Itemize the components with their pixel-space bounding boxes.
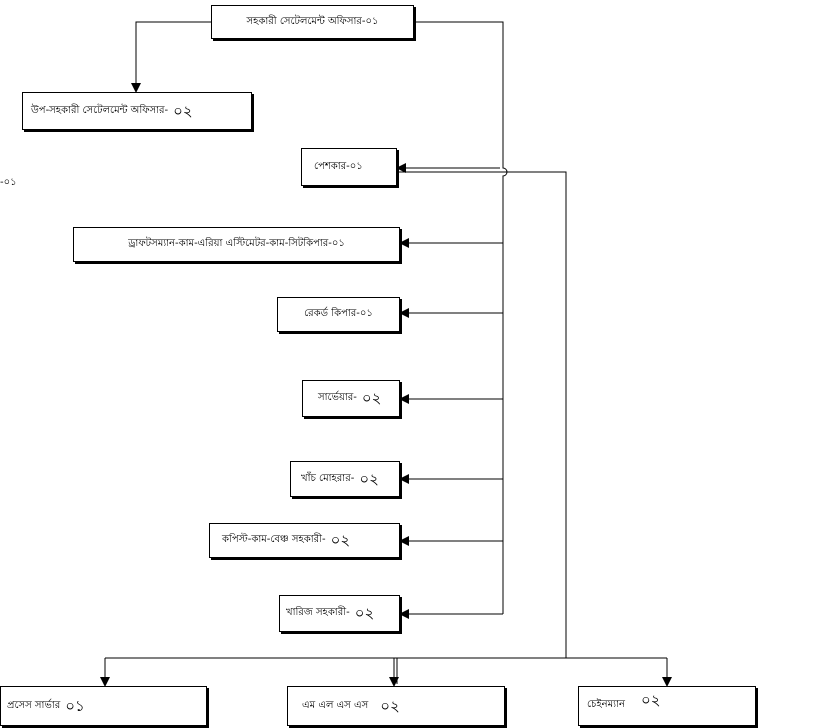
node-label: ড্রাফটসম্যান-কাম-এরিয়া এস্টিমেটর-কাম-সি… <box>128 238 345 249</box>
node-count: ০২ <box>640 691 661 709</box>
node-label: খারিজ সহকারী- <box>286 607 350 618</box>
node-count: ০১ <box>65 696 85 715</box>
node-record-keeper: রেকর্ড কিপার-০১ <box>277 297 400 332</box>
node-label: রেকর্ড কিপার-০১ <box>304 308 373 319</box>
node-process-server: প্রসেস সার্ভার ০১ <box>0 686 207 726</box>
node-count: ০২ <box>173 101 193 120</box>
node-label: সহকারী সেটেলমেন্ট অফিসার-০১ <box>246 15 379 27</box>
node-peshkar: পেশকার-০১ <box>301 148 397 186</box>
main-vertical-line <box>414 21 508 614</box>
node-count: ০২ <box>354 604 375 622</box>
stray-label: -০১ <box>0 177 17 188</box>
node-count: ০২ <box>361 389 382 407</box>
node-deputy-assistant-settlement-officer: উপ-সহকারী সেটেলমেন্ট অফিসার- ০২ <box>22 92 252 130</box>
node-label: প্রসেস সার্ভার <box>7 699 61 711</box>
node-kharij-assistant: খারিজ সহকারী- ০২ <box>279 595 400 632</box>
node-label: খাঁচ মোহরার- <box>301 472 355 484</box>
node-label: এম এল এস এস <box>302 699 369 711</box>
node-assistant-settlement-officer: সহকারী সেটেলমেন্ট অফিসার-০১ <box>211 5 414 39</box>
node-label: সার্ভেয়ার- <box>318 392 357 403</box>
node-surveyor: সার্ভেয়ার- ০২ <box>302 380 400 417</box>
node-count: ০২ <box>380 696 400 715</box>
node-mlss: এম এল এস এস ০২ <box>287 686 505 726</box>
peshkar-to-field-line <box>397 171 567 658</box>
head-to-deputy-arrow <box>131 21 211 93</box>
node-label: চেইনম্যান <box>587 699 625 710</box>
node-label: পেশকার-০১ <box>314 160 363 172</box>
node-count: ০২ <box>359 469 379 488</box>
node-chainman: চেইনম্যান ০২ <box>578 686 756 726</box>
node-khach-moharar: খাঁচ মোহরার- ০২ <box>290 461 400 497</box>
node-label: কপিস্ট-কাম-বেঞ্চ সহকারী- <box>222 534 326 545</box>
node-count: ০২ <box>330 531 351 549</box>
node-copyist-bench-assistant: কপিস্ট-কাম-বেঞ্চ সহকারী- ০২ <box>209 523 400 558</box>
node-label: উপ-সহকারী সেটেলমেন্ট অফিসার- <box>31 104 169 116</box>
node-draftsman: ড্রাফটসম্যান-কাম-এরিয়া এস্টিমেটর-কাম-সি… <box>73 227 400 262</box>
